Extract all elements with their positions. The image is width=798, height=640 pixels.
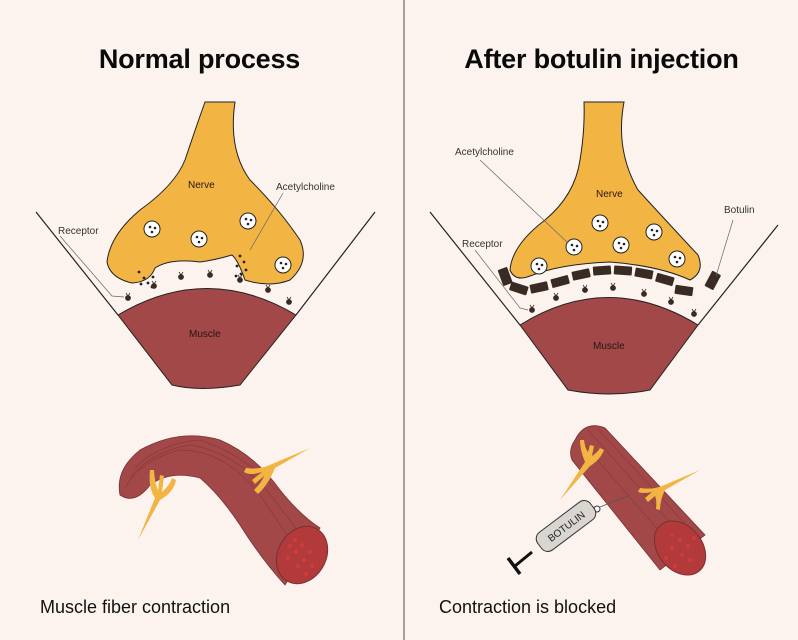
botulin-leader-line	[715, 219, 734, 277]
nerve-label: Nerve	[188, 180, 215, 191]
panel-divider	[403, 0, 405, 640]
receptor	[207, 269, 213, 278]
relaxed-muscle-fiber	[570, 425, 707, 576]
acetylcholine-leader-line	[249, 192, 284, 251]
vesicle	[530, 257, 548, 275]
acetylcholine-label: Acetylcholine	[276, 182, 335, 193]
syringe-plunger	[514, 550, 533, 568]
muscle-label: Muscle	[593, 341, 625, 352]
funnel-line-right	[295, 211, 376, 316]
vesicle	[190, 230, 208, 248]
syringe-needle	[599, 494, 631, 508]
vesicle	[274, 256, 292, 274]
nerve-terminal	[106, 101, 304, 285]
botulin-molecule	[571, 268, 591, 281]
normal-process-panel: Normal process	[35, 44, 376, 617]
panel-title: Normal process	[98, 44, 301, 74]
vesicle	[565, 238, 583, 256]
receptors	[529, 282, 697, 317]
receptor	[237, 274, 243, 283]
receptor	[265, 284, 271, 293]
receptor	[668, 296, 674, 305]
nerve-label: Nerve	[596, 189, 623, 200]
receptor	[529, 304, 535, 313]
funnel-line-left	[35, 211, 119, 316]
receptor	[151, 280, 157, 289]
botulin-molecule	[550, 275, 570, 288]
receptor	[582, 284, 588, 293]
receptor	[553, 292, 559, 301]
receptor	[641, 288, 647, 297]
acetylcholine-label: Acetylcholine	[455, 147, 514, 158]
acetylcholine-molecules	[137, 254, 248, 289]
funnel-line-left	[429, 211, 521, 326]
receptors	[125, 269, 292, 305]
panel-title: After botulin injection	[464, 44, 739, 74]
vesicle	[612, 236, 630, 254]
botulin-molecule	[704, 270, 721, 290]
botulin-molecule	[497, 267, 513, 286]
receptor-label: Receptor	[58, 226, 99, 237]
muscle-section	[117, 288, 297, 389]
receptor	[125, 292, 131, 301]
botulin-molecule	[634, 267, 654, 280]
vesicle	[143, 220, 161, 238]
vesicle	[645, 223, 663, 241]
botulin-molecule	[613, 265, 633, 276]
acetylcholine-leader-line	[479, 159, 569, 244]
receptor-label: Receptor	[462, 239, 503, 250]
caption: Contraction is blocked	[439, 597, 617, 617]
receptor	[286, 296, 292, 305]
botulin-label: Botulin	[724, 205, 755, 216]
receptor	[691, 308, 697, 317]
receptor-leader-line	[474, 249, 529, 311]
vesicles	[530, 214, 686, 275]
receptor-leader-line	[59, 235, 125, 298]
muscle-section	[519, 297, 699, 395]
botulin-panel: After botulin injection	[405, 0, 798, 640]
contracted-muscle-fiber	[118, 435, 329, 586]
vesicle	[668, 250, 686, 268]
caption: Muscle fiber contraction	[40, 597, 231, 617]
nerve-endings	[560, 440, 700, 510]
botulin-molecules	[497, 265, 721, 297]
botulin-molecule	[592, 265, 612, 276]
normal-synapse-illustration: Nerve Acetylcholine Receptor Muscle	[35, 101, 376, 586]
vesicles	[143, 212, 292, 274]
muscle-label: Muscle	[189, 329, 221, 340]
syringe-plunger-handle	[506, 556, 522, 576]
botulin-molecule	[674, 284, 694, 297]
funnel-line-right	[697, 224, 779, 326]
receptor	[610, 282, 616, 291]
botulin-molecule	[509, 281, 529, 296]
botulin-molecule	[655, 272, 675, 287]
vesicle	[591, 214, 609, 232]
receptor	[178, 271, 184, 280]
syringe-barrel	[535, 500, 597, 552]
vesicle	[239, 212, 257, 230]
botulin-synapse-illustration: Acetylcholine Nerve Botulin Receptor Mus…	[429, 101, 779, 576]
botulin-molecule	[529, 281, 549, 294]
nerve-endings	[138, 448, 310, 540]
